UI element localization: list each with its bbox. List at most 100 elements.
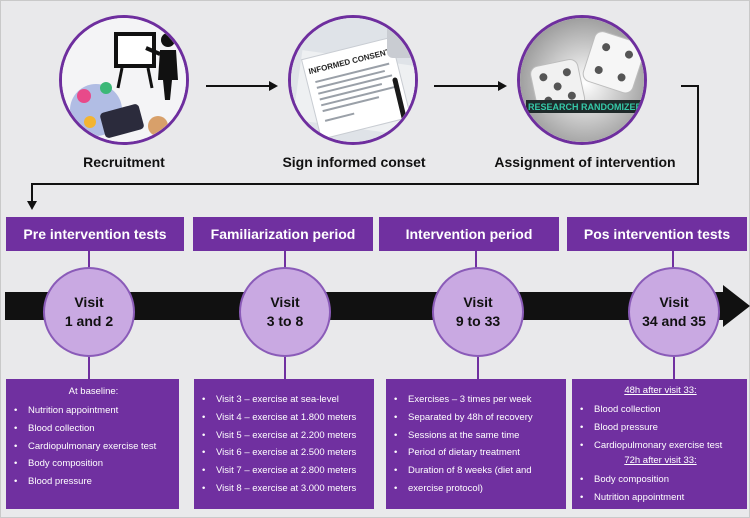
connector-line [88,251,90,269]
bullet-icon: • [202,465,206,477]
informed-consent-image: INFORMED CONSENT [288,15,418,145]
details-list-item: • Visit 4 – exercise at 1.800 meters [202,409,368,427]
return-arrow-line [697,85,699,185]
bullet-icon: • [202,411,206,423]
visit-range: 3 to 8 [266,313,304,329]
presentation-recruitment-icon [62,18,186,142]
connector-line [672,251,674,269]
bullet-icon: • [14,476,18,488]
bullet-icon: • [394,465,398,477]
bullet-icon: • [394,429,398,441]
visit-label: Visit [270,294,300,310]
details-item-text: Blood pressure [594,421,658,433]
details-box-intervention: • Exercises – 3 times per week • Separated … [386,379,566,509]
details-list-item: •Body composition [580,471,741,489]
details-item-text: Body composition [28,458,103,470]
bullet-icon: • [580,421,584,433]
visit-range: 1 and 2 [64,313,114,329]
details-item-text: Visit 7 – exercise at 2.800 meters [216,465,357,477]
details-item-text: Blood collection [28,422,95,434]
details-item-text: Nutrition appointment [594,492,685,504]
details-list: •Body composition•Nutrition appointment [580,471,741,507]
randomizer-image-text: RESEARCH RANDOMIZER [528,102,643,112]
details-box-familiarization: • Visit 3 – exercise at sea-level • Visit 4… [194,379,374,509]
details-list-item: •Body composition [14,455,173,473]
bullet-icon: • [202,447,206,459]
dice-randomizer-icon: RESEARCH RANDOMIZER [520,18,644,142]
details-item-text: Cardiopulmonary exercise test [28,440,157,452]
details-item-text: Exercises – 3 times per week [408,394,532,405]
bullet-icon: • [580,492,584,504]
details-list: • Nutrition appointment • Blood collection •… [14,402,173,491]
bullet-icon: • [394,482,398,494]
details-heading-2: 72h after visit 33: [624,455,697,467]
bullet-icon: • [394,394,398,405]
details-item-text: Period of dietary treatment [408,447,520,459]
flow-arrow-head [269,81,278,91]
phase-header-intervention: Intervention period [379,217,559,251]
step-label-assignment: Assignment of intervention [494,154,676,170]
details-item-text: Duration of 8 weeks (diet and [408,465,532,477]
flow-arrow-line [206,85,271,87]
details-list: • Exercises – 3 times per week • Separated … [394,391,560,498]
details-list-item: • Visit 3 – exercise at sea-level [202,391,368,409]
details-list: • Visit 3 – exercise at sea-level • Visit 4… [202,391,368,498]
bullet-icon: • [394,411,398,423]
details-item-text: Sessions at the same time [408,429,520,441]
connector-line [673,357,675,379]
informed-consent-document-icon: INFORMED CONSENT [291,18,415,142]
details-list-item: •Visit 5 – exercise at 2.200 meters [202,427,368,445]
visit-label: Visit [659,294,689,310]
phase-header-pos: Pos intervention tests [567,217,747,251]
visit-range: 34 and 35 [642,313,706,329]
bullet-icon: • [394,447,398,459]
return-arrow-line [31,183,33,203]
visit-circle-1: Visit 1 and 2 [43,267,135,357]
timeline-arrow-head [723,285,750,327]
details-list-item: • Nutrition appointment [580,489,741,507]
visit-circle-2: Visit 3 to 8 [239,267,331,357]
details-list-item: • Blood collection [580,401,741,419]
details-list-item: • Visit 6 – exercise at 2.500 meters [202,444,368,462]
phase-header-familiarization: Familiarization period [193,217,373,251]
details-item-text: Visit 3 – exercise at sea-level [216,394,339,405]
details-list-item: •exercise protocol) [394,480,560,498]
details-list-item: • Separated by 48h of recovery [394,409,560,427]
details-item-text: Visit 6 – exercise at 2.500 meters [216,447,357,459]
visit-range: 9 to 33 [455,313,501,329]
bullet-icon: • [580,439,584,451]
return-arrow-line [681,85,698,87]
return-arrow-line [31,183,699,185]
details-list-item: • Sessions at the same time [394,427,560,445]
details-list-item: •Cardiopulmonary exercise test [580,437,741,455]
details-list: • Blood collection • Blood pressure •Cardiop… [580,401,741,454]
visit-circle-4: Visit 34 and 35 [628,267,720,357]
randomizer-image: RESEARCH RANDOMIZER [517,15,647,145]
bullet-icon: • [580,404,584,415]
details-box-pos: 48h after visit 33: •Blood collection•Bl… [572,379,747,509]
visit-circle-3: Visit 9 to 33 [432,267,524,357]
recruitment-image [59,15,189,145]
details-list-item: • Exercises – 3 times per week [394,391,560,409]
details-item-text: Blood collection [594,404,661,415]
connector-line [284,251,286,269]
details-item-text: Separated by 48h of recovery [408,411,533,423]
details-item-text: Visit 4 – exercise at 1.800 meters [216,411,357,423]
visit-label: Visit [463,294,493,310]
step-label-recruitment: Recruitment [83,154,165,170]
step-label-consent: Sign informed conset [282,154,426,170]
flow-arrow-head [498,81,507,91]
details-item-text: Blood pressure [28,476,92,488]
phase-header-pre: Pre intervention tests [6,217,184,251]
details-item-text: Visit 5 – exercise at 2.200 meters [216,429,357,441]
bullet-icon: • [202,394,206,405]
bullet-icon: • [14,422,18,434]
details-list-item: • Blood pressure [14,473,173,491]
connector-line [284,357,286,379]
bullet-icon: • [580,474,584,486]
details-list-item: • Duration of 8 weeks (diet and [394,462,560,480]
details-item-text: Nutrition appointment [28,405,119,416]
connector-line [475,251,477,269]
details-heading: At baseline: [68,386,119,397]
connector-line [88,357,90,379]
